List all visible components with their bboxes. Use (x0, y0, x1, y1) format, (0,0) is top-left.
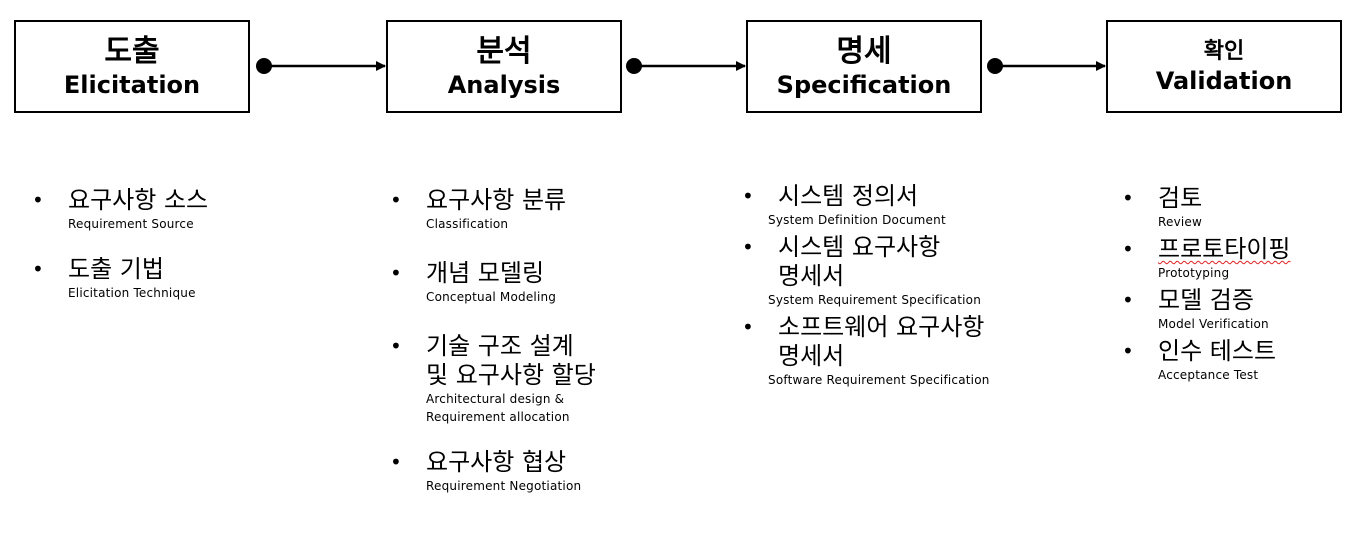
elicitation-item-list: • 요구사항 소스 Requirement Source • 도출 기법 Eli… (30, 186, 208, 316)
connector-specification-validation (987, 58, 1106, 74)
stage-title-ko: 명세 (836, 33, 892, 69)
list-item: • 프로토타이핑 Prototyping (1120, 235, 1290, 282)
item-label-en: Requirement allocation (426, 410, 570, 424)
item-label-ko: 시스템 요구사항 (778, 233, 941, 261)
item-label-ko: 검토 (1158, 184, 1203, 212)
item-label-ko: 요구사항 분류 (426, 186, 567, 214)
list-item: • 요구사항 소스 Requirement Source (30, 186, 208, 233)
stage-title-ko: 분석 (476, 33, 532, 69)
bullet-icon: • (1122, 237, 1134, 261)
stage-title-ko: 도출 (104, 33, 160, 69)
item-label-ko: 소프트웨어 요구사항 (778, 313, 985, 341)
list-item: • 시스템 정의서 System Definition Document (740, 182, 990, 229)
analysis-item-list: • 요구사항 분류 Classification • 개념 모델링 Concep… (388, 186, 596, 509)
connector-elicitation-analysis (256, 58, 386, 74)
bullet-icon: • (742, 235, 754, 259)
item-label-ko: 및 요구사항 할당 (426, 361, 596, 389)
list-item: • 시스템 요구사항 명세서 System Requirement Specif… (740, 233, 990, 309)
bullet-icon: • (390, 450, 402, 474)
item-label-en: System Definition Document (768, 213, 946, 227)
list-item: • 인수 테스트 Acceptance Test (1120, 337, 1290, 384)
item-label-en: Architectural design & (426, 392, 565, 406)
connector-analysis-specification (626, 58, 746, 74)
bullet-icon: • (742, 315, 754, 339)
item-label-en: Classification (426, 217, 509, 231)
bullet-icon: • (32, 188, 44, 212)
item-label-ko: 기술 구조 설계 (426, 332, 574, 360)
list-item: • 요구사항 협상 Requirement Negotiation (388, 448, 596, 495)
stage-box-validation: 확인 Validation (1106, 20, 1342, 113)
stage-box-elicitation: 도출 Elicitation (14, 20, 250, 113)
list-item: • 개념 모델링 Conceptual Modeling (388, 259, 596, 306)
item-label-en: Review (1158, 215, 1203, 229)
item-label-ko: 명세서 (778, 342, 845, 370)
stage-box-analysis: 분석 Analysis (386, 20, 622, 113)
item-label-ko: 프로토타이핑 (1158, 235, 1291, 263)
item-label-en: Prototyping (1158, 266, 1230, 280)
item-label-ko: 요구사항 협상 (426, 448, 567, 476)
bullet-icon: • (390, 334, 402, 358)
item-label-en: Acceptance Test (1158, 368, 1259, 382)
item-label-ko: 개념 모델링 (426, 259, 545, 287)
item-label-en: Software Requirement Specification (768, 373, 990, 387)
bullet-icon: • (1122, 186, 1134, 210)
item-label-ko: 인수 테스트 (1158, 337, 1277, 365)
item-label-en: Requirement Source (68, 217, 194, 231)
list-item: • 요구사항 분류 Classification (388, 186, 596, 233)
list-item: • 모델 검증 Model Verification (1120, 286, 1290, 333)
item-label-ko: 도출 기법 (68, 255, 164, 283)
stage-title-en: Elicitation (63, 70, 201, 99)
bullet-icon: • (1122, 288, 1134, 312)
validation-item-list: • 검토 Review • 프로토타이핑 Prototyping • 모델 검증… (1120, 184, 1290, 398)
list-item: • 소프트웨어 요구사항 명세서 Software Requirement Sp… (740, 313, 990, 389)
stage-title-en: Specification (776, 70, 952, 99)
item-label-ko: 명세서 (778, 262, 845, 290)
item-label-ko: 요구사항 소스 (68, 186, 209, 214)
item-label-en: Requirement Negotiation (426, 479, 582, 493)
bullet-icon: • (390, 261, 402, 285)
item-label-en: System Requirement Specification (768, 293, 981, 307)
stage-title-en: Validation (1155, 66, 1293, 95)
specification-item-list: • 시스템 정의서 System Definition Document • 시… (740, 182, 990, 403)
list-item: • 검토 Review (1120, 184, 1290, 231)
item-label-ko: 시스템 정의서 (778, 182, 919, 210)
item-label-en: Elicitation Technique (68, 286, 196, 300)
item-label-ko: 모델 검증 (1158, 286, 1254, 314)
bullet-icon: • (742, 184, 754, 208)
item-label-en: Model Verification (1158, 317, 1269, 331)
stage-box-specification: 명세 Specification (746, 20, 982, 113)
stage-title-en: Analysis (447, 70, 561, 99)
bullet-icon: • (390, 188, 402, 212)
list-item: • 기술 구조 설계 및 요구사항 할당 Architectural desig… (388, 332, 596, 426)
bullet-icon: • (32, 257, 44, 281)
bullet-icon: • (1122, 339, 1134, 363)
list-item: • 도출 기법 Elicitation Technique (30, 255, 208, 302)
item-label-en: Conceptual Modeling (426, 290, 557, 304)
stage-title-ko: 확인 (1203, 38, 1245, 64)
